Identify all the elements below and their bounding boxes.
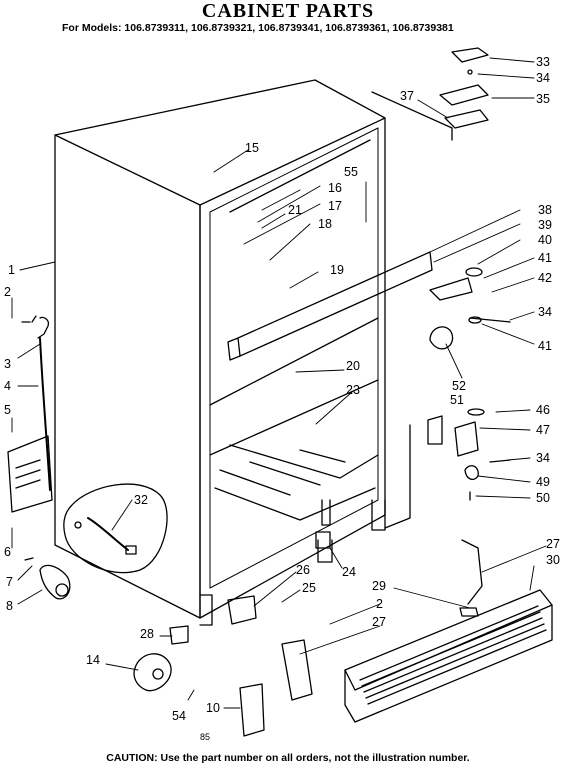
callout-label: 23 xyxy=(346,383,360,397)
callout-label: 34 xyxy=(536,71,550,85)
callout-label: 5 xyxy=(4,403,11,417)
refrigerator-cabinet xyxy=(54,79,386,626)
callout-label: 24 xyxy=(342,565,356,579)
callout-label: 10 xyxy=(206,701,220,715)
callout-label: 27 xyxy=(546,537,560,551)
base-grille xyxy=(344,589,553,723)
page-title: CABINET PARTS xyxy=(201,0,375,22)
model-list: For Models: 106.8739311, 106.8739321, 10… xyxy=(62,22,454,34)
callout-label: 3 xyxy=(4,357,11,371)
drawing-code: 85 xyxy=(200,732,210,742)
callout-label: 20 xyxy=(346,359,360,373)
callout-label: 39 xyxy=(538,218,552,232)
callout-label: 54 xyxy=(172,709,186,723)
callout-label: 8 xyxy=(6,599,13,613)
callout-label: 37 xyxy=(400,89,414,103)
left-side-components xyxy=(7,315,71,600)
callout-label: 30 xyxy=(546,553,560,567)
callout-label: 47 xyxy=(536,423,550,437)
callout-label: 35 xyxy=(536,92,550,106)
callout-label: 27 xyxy=(372,615,386,629)
callout-label: 16 xyxy=(328,181,342,195)
callout-label: 34 xyxy=(536,451,550,465)
caution-note: CAUTION: Use the part number on all orde… xyxy=(106,752,470,764)
callout-label: 42 xyxy=(538,271,552,285)
callout-label: 25 xyxy=(302,581,316,595)
callout-label: 34 xyxy=(538,305,552,319)
callout-label: 55 xyxy=(344,165,358,179)
callout-label: 21 xyxy=(288,203,302,217)
callout-label: 19 xyxy=(330,263,344,277)
callout-label: 51 xyxy=(450,393,464,407)
callout-label: 2 xyxy=(376,597,383,611)
callout-label: 18 xyxy=(318,217,332,231)
callout-label: 29 xyxy=(372,579,386,593)
callout-label: 6 xyxy=(4,545,11,559)
callout-label: 49 xyxy=(536,475,550,489)
callout-label: 1 xyxy=(8,263,15,277)
callout-label: 17 xyxy=(328,199,342,213)
callout-label: 52 xyxy=(452,379,466,393)
part-32-harness xyxy=(63,483,168,574)
callout-label: 50 xyxy=(536,491,550,505)
callout-label: 38 xyxy=(538,203,552,217)
callout-label: 15 xyxy=(245,141,259,155)
callout-label: 33 xyxy=(536,55,550,69)
right-side-parts xyxy=(384,267,511,529)
callout-label: 2 xyxy=(4,285,11,299)
callout-label: 46 xyxy=(536,403,550,417)
callout-label: 41 xyxy=(538,251,552,265)
callout-label: 14 xyxy=(86,653,100,667)
lower-parts xyxy=(133,531,483,737)
callout-label: 41 xyxy=(538,339,552,353)
leader-lines xyxy=(11,57,547,709)
callout-label: 32 xyxy=(134,493,148,507)
callout-label: 26 xyxy=(296,563,310,577)
shelf-rail xyxy=(227,251,433,361)
callout-label: 28 xyxy=(140,627,154,641)
top-hinge-parts xyxy=(371,47,489,141)
callout-label: 7 xyxy=(6,575,13,589)
callout-label: 40 xyxy=(538,233,552,247)
callouts: 33 34 35 37 15 16 55 17 21 18 38 39 40 4… xyxy=(4,55,560,723)
callout-label: 4 xyxy=(4,379,11,393)
